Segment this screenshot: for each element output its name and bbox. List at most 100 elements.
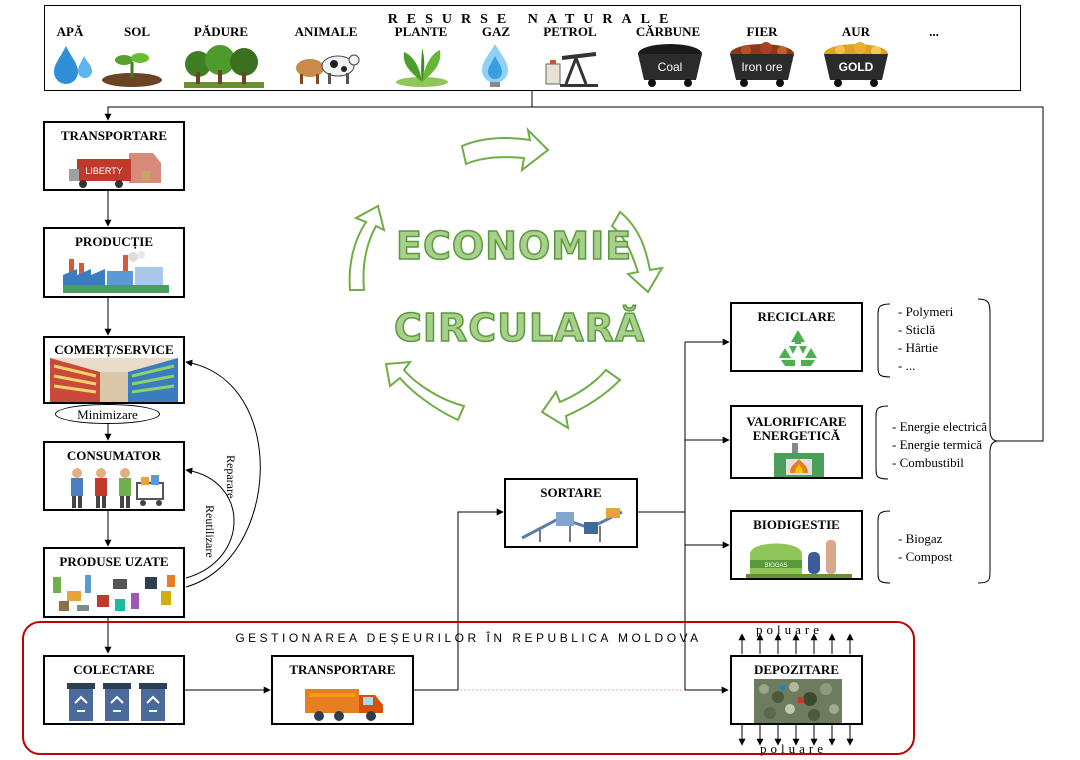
resource-label-water: APĂ [56, 24, 84, 39]
reciclare-list-bracket [877, 303, 891, 378]
circular-arrow-bottom [540, 368, 622, 431]
plants-icon [396, 48, 448, 87]
reciclare-item: - Hârtie [898, 340, 939, 355]
box-sortare: SORTARE [504, 478, 638, 548]
reparare-label: Reparare [224, 455, 238, 499]
delivery-truck-icon: LIBERTY [69, 153, 161, 188]
farm-animals-icon [296, 54, 360, 84]
resource-label-coal: CĂRBUNE [635, 24, 701, 39]
box-reciclare: RECICLARE [730, 302, 863, 372]
resource-label-gold: AUR [841, 24, 871, 39]
box-valorificare-title-2: ENERGETICĂ [752, 428, 841, 443]
box-depozitare-title: DEPOZITARE [754, 662, 839, 677]
sorting-plant-icon [521, 508, 623, 542]
box-depozitare: DEPOZITARE [730, 655, 863, 725]
biodigestie-list: - Biogaz - Compost [898, 530, 953, 566]
iron-ore-cart-icon: Iron ore [730, 42, 794, 87]
box-reciclare-title: RECICLARE [757, 309, 836, 324]
reciclare-item: - Polymeri [898, 304, 954, 319]
box-sortare-title: SORTARE [540, 485, 602, 500]
reciclare-item: - Sticlă [898, 322, 936, 337]
circular-arrow-left [348, 204, 386, 291]
waste-management-frame: GESTIONAREA DEȘEURILOR ÎN REPUBLICA MOLD… [22, 621, 915, 755]
biogas-plant-icon: BIOGAS [746, 540, 852, 578]
box-transportare-deseuri-title: TRANSPORTARE [289, 662, 396, 677]
resource-label-forest: PĂDURE [193, 24, 249, 39]
coal-label: Coal [658, 60, 683, 74]
valorificare-item: - Energie termică [892, 437, 982, 452]
reutilizare-label: Reutilizare [203, 505, 217, 558]
natural-resources-title: RESURSE NATURALE [387, 12, 678, 27]
box-colectare-title: COLECTARE [73, 662, 155, 677]
box-consumator-title: CONSUMATOR [66, 448, 162, 463]
poluare-label-top: poluare [756, 622, 823, 637]
biodigestie-item: - Compost [898, 549, 953, 564]
recycle-icon [779, 330, 817, 366]
resource-label-gas: GAZ [481, 24, 511, 39]
outputs-big-bracket [977, 298, 999, 584]
box-productie: PRODUCȚIE [43, 227, 185, 298]
box-transportare-title: TRANSPORTARE [60, 128, 168, 143]
minimizare-ellipse: Minimizare [55, 404, 160, 424]
gold-cart-icon: GOLD [824, 42, 888, 87]
bracket-to-resources-line [532, 106, 1044, 442]
box-produse-title: PRODUSE UZATE [59, 554, 169, 569]
valorificare-item: - Energie electrică [892, 419, 988, 434]
box-valorificare-title-1: VALORIFICARE [746, 414, 847, 429]
box-productie-title: PRODUCȚIE [74, 234, 153, 249]
circular-arrow-top [460, 126, 550, 173]
landfill-icon [754, 679, 842, 723]
reciclare-list: - Polymeri - Sticlă - Hârtie - ... [898, 303, 953, 375]
factory-icon [63, 251, 169, 293]
circular-arrow-bottom-left [384, 360, 466, 422]
valorificare-list: - Energie electrică - Energie termică - … [892, 418, 987, 472]
resource-label-more: ... [929, 24, 939, 39]
box-consumator: CONSUMATOR [43, 441, 185, 511]
resource-label-plants: PLANTE [394, 24, 448, 39]
reciclare-item: - ... [898, 358, 916, 373]
garbage-truck-icon [305, 689, 383, 721]
reutilizare-loop-arrow [185, 467, 235, 579]
biodigestie-list-bracket [877, 510, 891, 584]
valorificare-list-bracket [875, 405, 889, 480]
box-comert-title: COMERȚ/SERVICE [54, 342, 174, 357]
oil-pump-icon [545, 52, 598, 87]
box-transportare-deseuri: TRANSPORTARE [271, 655, 414, 725]
coal-cart-icon: Coal [638, 44, 702, 87]
arrow-transport-to-sortare [414, 508, 504, 691]
supermarket-aisle-icon [50, 358, 178, 402]
gas-flame-icon [482, 44, 508, 87]
resource-label-oil: PETROL [543, 24, 597, 39]
resource-label-iron: FIER [746, 24, 778, 39]
resources-to-transport-line [104, 91, 533, 121]
resource-label-animals: ANIMALE [294, 24, 358, 39]
forest-icon [184, 45, 264, 88]
energy-plant-icon [774, 443, 824, 477]
economie-title: ECONOMIE [395, 223, 633, 269]
truck-brand-label: LIBERTY [85, 166, 122, 176]
box-biodigestie: BIODIGESTIE BIOGAS [730, 510, 863, 580]
iron-ore-label: Iron ore [741, 60, 783, 74]
valorificare-item: - Combustibil [892, 455, 964, 470]
soil-sprout-icon [102, 53, 162, 87]
box-comert-service: COMERȚ/SERVICE [43, 336, 185, 404]
natural-resources-panel: RESURSE NATURALE [44, 5, 1021, 91]
gold-label: GOLD [839, 60, 874, 74]
box-biodigestie-title: BIODIGESTIE [753, 517, 840, 532]
biogas-tank-label: BIOGAS [764, 563, 787, 569]
recycling-bins-icon [67, 683, 167, 721]
box-colectare: COLECTARE [43, 655, 185, 725]
used-products-icon [53, 575, 175, 611]
box-transportare: TRANSPORTARE LIBERTY [43, 121, 185, 191]
minimizare-label: Minimizare [77, 407, 138, 422]
box-valorificare-energetica: VALORIFICARE ENERGETICĂ [730, 405, 863, 479]
water-drop-icon [54, 46, 92, 84]
resource-label-soil: SOL [123, 24, 150, 39]
poluare-label-bottom: poluare [760, 741, 827, 756]
circular-arrow-right [610, 210, 664, 294]
biodigestie-item: - Biogaz [898, 531, 943, 546]
box-produse-uzate: PRODUSE UZATE [43, 547, 185, 618]
circulara-title: CIRCULARĂ [393, 305, 646, 351]
shoppers-icon [71, 468, 164, 508]
